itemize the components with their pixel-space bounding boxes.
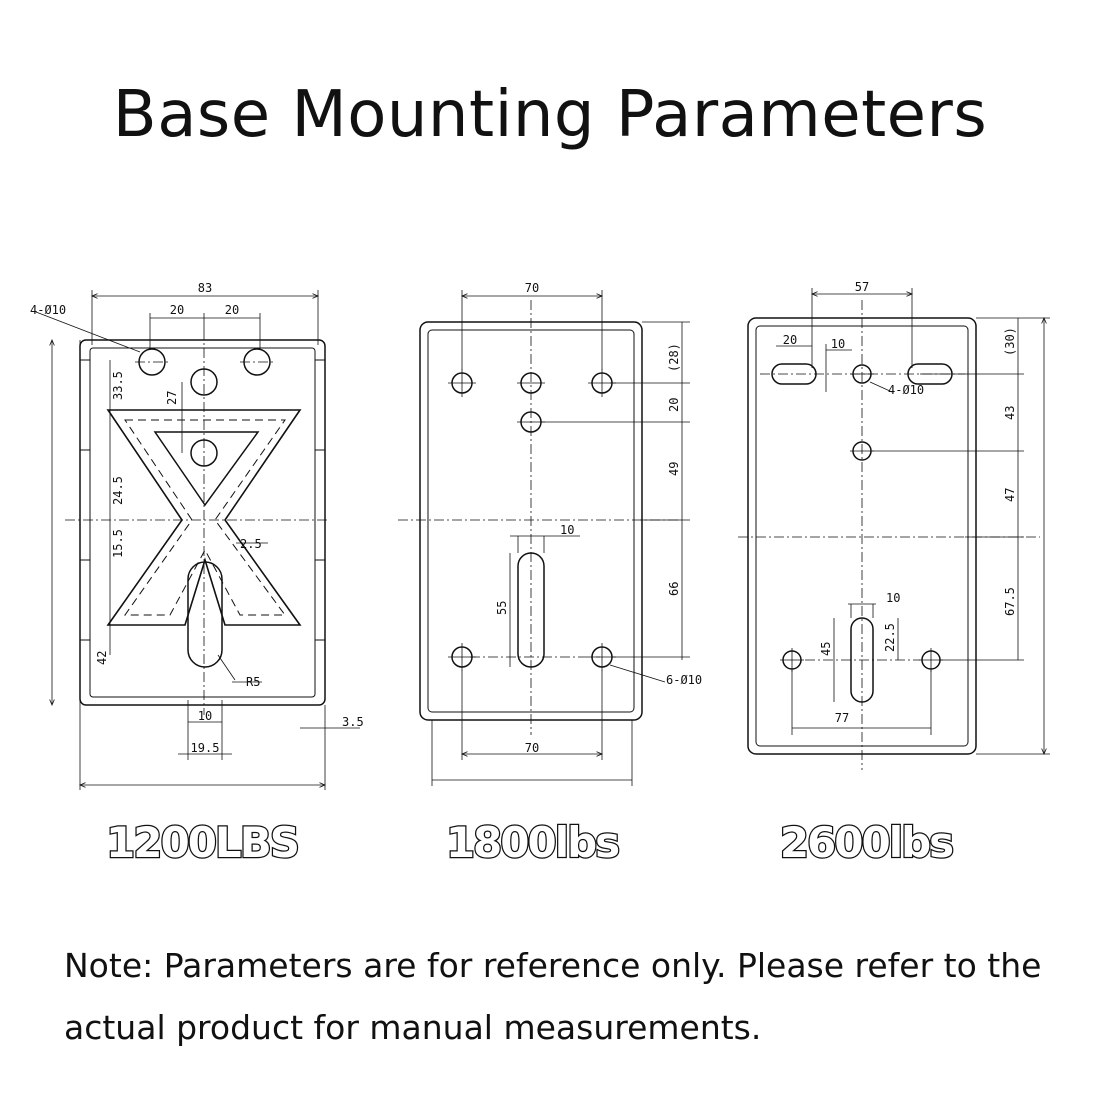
dim-27: 27 [165, 391, 179, 405]
dim-42: 42 [95, 651, 109, 665]
dim-66: 66 [667, 582, 681, 596]
dim-width-top: 57 [855, 280, 869, 294]
dim-22-5: 22.5 [883, 623, 897, 652]
caption-2600lbs: 2600lbs [779, 817, 956, 869]
x-frame [106, 409, 302, 626]
dim-spacing-a: 20 [170, 303, 184, 317]
dims-2600lbs: 57 20 10 4-Ø10 (30) 43 47 67.5 10 45 22.… [783, 280, 1017, 725]
dim-width-bottom: 77 [835, 711, 849, 725]
caption-1200lbs: 1200LBS [105, 817, 301, 869]
dim-hole-spec: 6-Ø10 [666, 673, 702, 687]
dim-28: (28) [667, 343, 681, 372]
dim-47: 47 [1003, 488, 1017, 502]
dim-2-5: 2.5 [240, 537, 262, 551]
mounting-slot [187, 561, 223, 668]
page-title: Base Mounting Parameters [112, 78, 988, 152]
mount-holes [780, 364, 943, 672]
dim-width-bottom: 70 [525, 741, 539, 755]
drawing-1200lbs [35, 290, 360, 790]
dims-1200lbs: 83 4-Ø10 20 20 33.5 27 24.5 15.5 42 2.5 … [30, 281, 364, 755]
dim-24-5: 24.5 [111, 476, 125, 505]
reference-note: Note: Parameters are for reference only.… [64, 946, 1042, 1047]
dim-spacing-b: 20 [225, 303, 239, 317]
dim-43: 43 [1003, 406, 1017, 420]
dim-slot-width: 10 [198, 709, 212, 723]
dim-30: (30) [1003, 327, 1017, 356]
dim-slot-span: 19.5 [191, 741, 220, 755]
dim-slot-width: 10 [560, 523, 574, 537]
dim-slot-width: 10 [886, 591, 900, 605]
dim-20: 20 [667, 398, 681, 412]
dim-slot-length: 55 [495, 601, 509, 615]
dim-10: 10 [831, 337, 845, 351]
dims-1800lbs: 70 (28) 20 49 66 10 55 6-Ø10 70 [495, 281, 702, 755]
technical-drawings: 83 4-Ø10 20 20 33.5 27 24.5 15.5 42 2.5 … [30, 280, 1050, 790]
dim-edge: 3.5 [342, 715, 364, 729]
dim-20: 20 [783, 333, 797, 347]
dim-67-5: 67.5 [1003, 587, 1017, 616]
drawing-1800lbs [398, 290, 690, 786]
dim-49: 49 [667, 462, 681, 476]
dim-width-top: 70 [525, 281, 539, 295]
caption-1800lbs: 1800lbs [445, 817, 622, 869]
drawing-2600lbs [738, 288, 1050, 770]
dim-15-5: 15.5 [111, 529, 125, 558]
dim-33-5: 33.5 [111, 371, 125, 400]
dim-radius: R5 [246, 675, 260, 689]
dim-hole-spec: 4-Ø10 [30, 303, 66, 317]
dim-slot-length: 45 [819, 642, 833, 656]
dim-hole-spec: 4-Ø10 [888, 383, 924, 397]
dim-width: 83 [198, 281, 212, 295]
